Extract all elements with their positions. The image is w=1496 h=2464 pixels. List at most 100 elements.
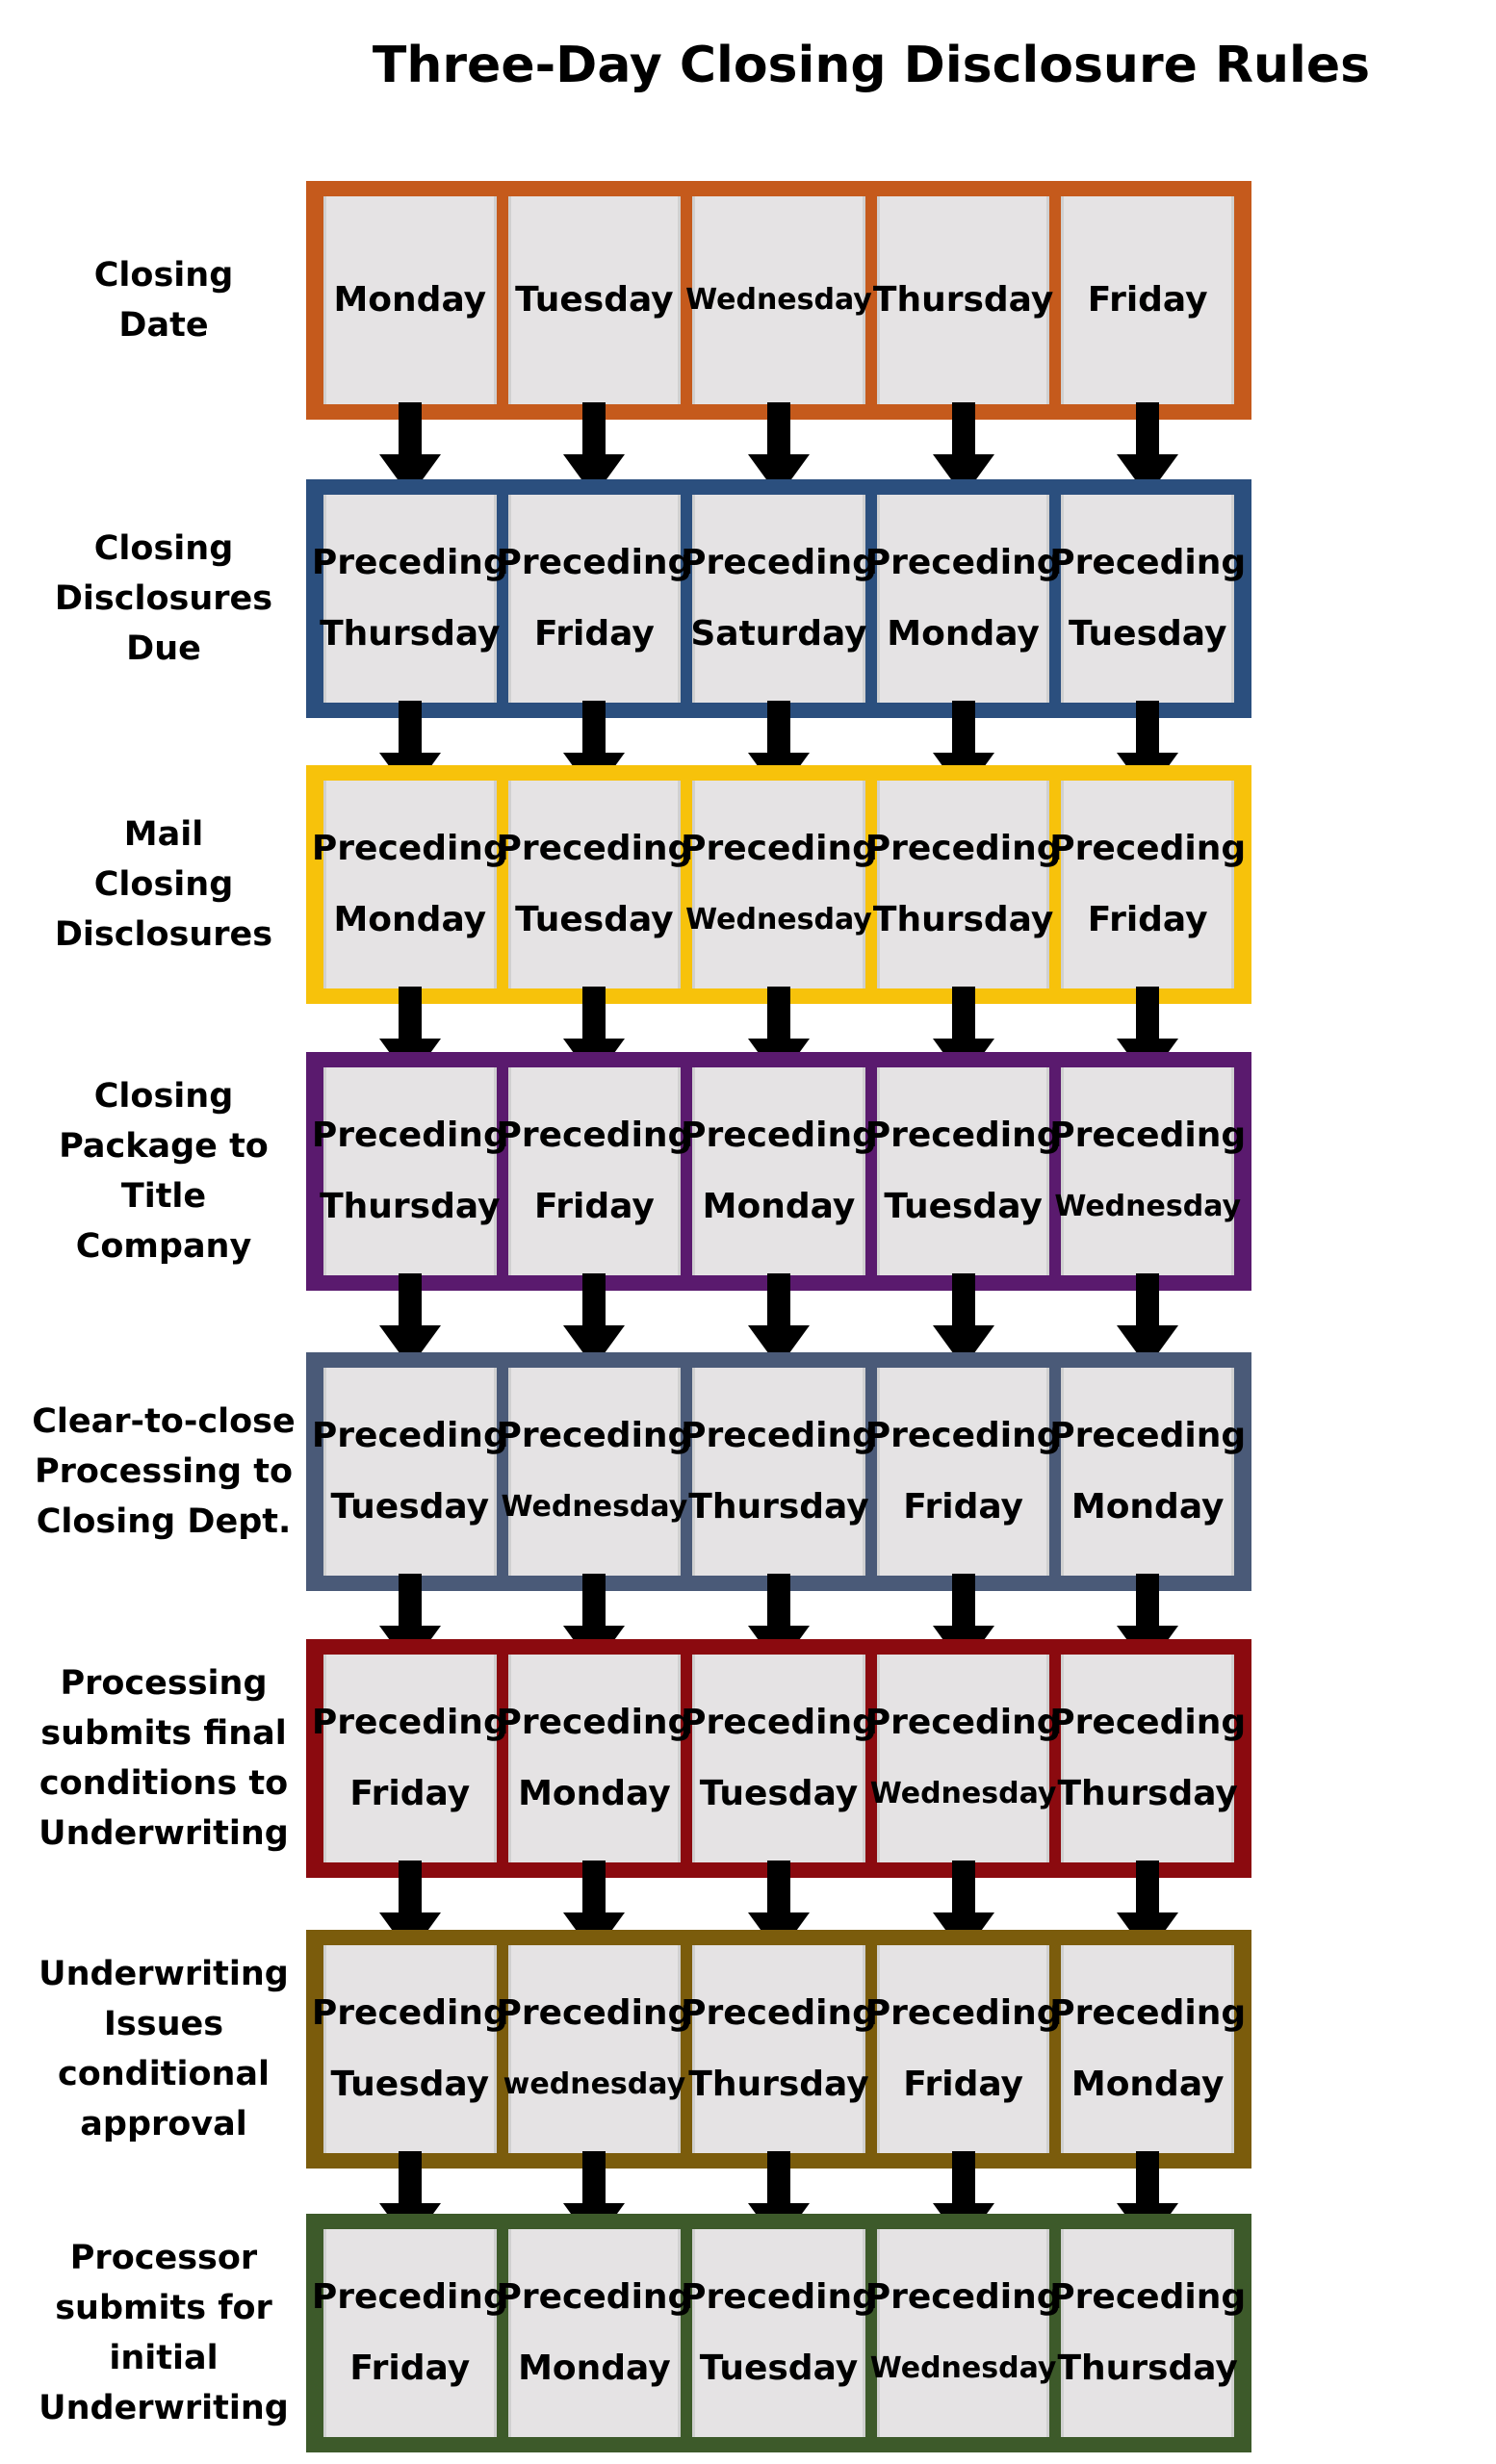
arrow-shaft [582, 701, 606, 755]
cell-prefix: Preceding [864, 1703, 1062, 1742]
cell-prefix: Preceding [681, 543, 877, 582]
arrow-shaft [582, 1574, 606, 1628]
cell-prefix: Preceding [311, 829, 508, 868]
cell-day: Thursday [688, 2065, 869, 2104]
cell-prefix: Preceding [496, 1703, 693, 1742]
row-label-line: Underwriting [39, 1814, 289, 1853]
cell-day: Wednesday [1054, 1190, 1242, 1223]
cell-prefix: Preceding [1049, 1703, 1247, 1742]
day-cell: Wednesday [685, 196, 872, 404]
cell-day: Thursday [872, 280, 1054, 320]
cell-prefix: Preceding [311, 1416, 508, 1455]
cell-day: Thursday [320, 1187, 501, 1226]
cell-day: Saturday [690, 614, 867, 654]
cell-prefix: Preceding [681, 2277, 877, 2317]
day-cell: Tuesday [507, 196, 682, 404]
arrow-shaft [398, 402, 422, 456]
arrow-shaft [398, 1273, 422, 1327]
arrow-shaft [767, 1574, 790, 1628]
arrow-shaft [398, 987, 422, 1040]
cell-day: Monday [333, 900, 487, 939]
cell-prefix: Preceding [681, 1416, 877, 1455]
cell-prefix: Preceding [864, 1416, 1062, 1455]
cell-prefix: Preceding [311, 1703, 508, 1742]
row-label-line: conditions to [39, 1764, 289, 1803]
arrow-shaft [951, 1861, 975, 1914]
arrow-shaft [582, 1273, 606, 1327]
arrow-shaft [767, 701, 790, 755]
row-label-line: Closing Dept. [36, 1502, 292, 1541]
cell-day: Friday [903, 1487, 1023, 1527]
cell-prefix: Preceding [681, 1116, 877, 1155]
cell-prefix: Preceding [1049, 1116, 1247, 1155]
arrow-shaft [1136, 402, 1160, 456]
cell-day: Thursday [320, 614, 501, 654]
cell-day: Tuesday [1068, 614, 1227, 654]
arrow-shaft [398, 2151, 422, 2205]
arrow-shaft [767, 2151, 790, 2205]
cell-day: Friday [1087, 280, 1208, 320]
arrow-shaft [1136, 1861, 1160, 1914]
cell-prefix: Preceding [864, 2277, 1062, 2317]
cell-day: Monday [518, 2348, 671, 2388]
cell-day: Tuesday [699, 1774, 859, 1813]
cell-day: Friday [903, 2065, 1023, 2104]
arrow-shaft [582, 2151, 606, 2205]
row-label-line: Date [118, 306, 209, 345]
arrow-shaft [951, 402, 975, 456]
arrow-shaft [582, 987, 606, 1040]
day-cell: Friday [1061, 196, 1234, 404]
cell-day: Thursday [1057, 1774, 1238, 1813]
row-label-line: Disclosures [54, 915, 273, 954]
arrow-shaft [767, 402, 790, 456]
cell-prefix: Preceding [864, 543, 1062, 582]
row-label-line: submits for [55, 2289, 272, 2327]
cell-prefix: Preceding [1049, 1993, 1247, 2033]
cell-prefix: Preceding [864, 1116, 1062, 1155]
cell-day: Tuesday [330, 1487, 490, 1527]
row-label-line: Closing [93, 1077, 234, 1116]
row-label-line: conditional [57, 2055, 271, 2093]
cell-prefix: Preceding [311, 543, 508, 582]
row-label-line: Package to [59, 1127, 269, 1166]
row-label-line: Processor [69, 2239, 258, 2277]
arrow-shaft [767, 1273, 790, 1327]
cell-day: Friday [349, 1774, 471, 1813]
cell-day: Monday [333, 280, 487, 320]
cell-prefix: Preceding [496, 1993, 693, 2033]
arrow-shaft [1136, 987, 1160, 1040]
cell-day: Thursday [688, 1487, 869, 1527]
cell-day: Monday [1070, 2065, 1225, 2104]
cell-prefix: Preceding [496, 829, 693, 868]
cell-day: Thursday [1057, 2348, 1238, 2388]
cell-prefix: Preceding [496, 543, 693, 582]
cell-day: Tuesday [330, 2065, 490, 2104]
cell-prefix: Preceding [681, 1703, 877, 1742]
cell-prefix: Preceding [864, 829, 1062, 868]
cell-prefix: Preceding [311, 2277, 508, 2317]
row-label-line: Clear-to-close [32, 1402, 296, 1441]
arrow-shaft [1136, 1273, 1160, 1327]
